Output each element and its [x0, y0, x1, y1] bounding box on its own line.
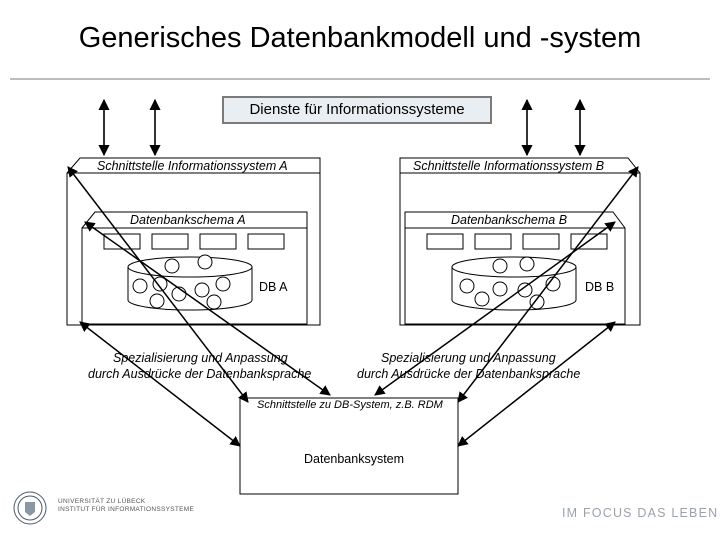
db-a-label: DB A — [259, 280, 288, 294]
schema-a-label: Datenbankschema A — [130, 213, 246, 227]
interface-a-frame — [66, 157, 321, 326]
arrow-schema-a-to-dbs — [84, 221, 331, 396]
slide-title: Generisches Datenbankmodell und -system — [78, 22, 642, 54]
spec-right-line2: durch Ausdrücke der Datenbanksprache — [357, 367, 581, 381]
interface-a-label: Schnittstelle Informationssystem A — [97, 159, 288, 173]
interface-b-frame — [399, 157, 641, 326]
specialization-arrows — [67, 166, 639, 447]
spec-left-line1: Spezialisierung und Anpassung — [113, 351, 288, 365]
db-system-box — [239, 397, 459, 495]
infosystem-b — [399, 157, 641, 326]
schema-a-tables — [103, 233, 285, 250]
arrow-right-bottom-to-dbs — [457, 321, 616, 447]
arrow-left-bottom-to-dbs — [79, 321, 241, 447]
schema-b-frame — [404, 211, 626, 325]
db-b-label: DB B — [585, 280, 615, 294]
spec-left-line2: durch Ausdrücke der Datenbanksprache — [88, 367, 312, 381]
db-b-entities — [459, 256, 561, 310]
db-interface-label: Schnittstelle zu DB-System, z.B. RDM — [257, 399, 443, 411]
infosystem-a — [66, 157, 321, 326]
university-seal — [13, 491, 47, 525]
slogan: IM FOCUS DAS LEBEN — [562, 506, 719, 520]
spec-right-line1: Spezialisierung und Anpassung — [381, 351, 556, 365]
interface-b-label: Schnittstelle Informationssystem B — [413, 159, 605, 173]
university-name: UNIVERSITÄT ZU LÜBECK INSTITUT FÜR INFOR… — [58, 498, 195, 513]
db-a-entities — [132, 254, 231, 310]
top-arrows — [98, 98, 586, 157]
title-divider — [10, 78, 710, 80]
db-system-label: Datenbanksystem — [304, 452, 405, 466]
schema-b-label: Datenbankschema B — [451, 213, 568, 227]
services-box: Dienste für Informationssysteme — [222, 96, 492, 124]
